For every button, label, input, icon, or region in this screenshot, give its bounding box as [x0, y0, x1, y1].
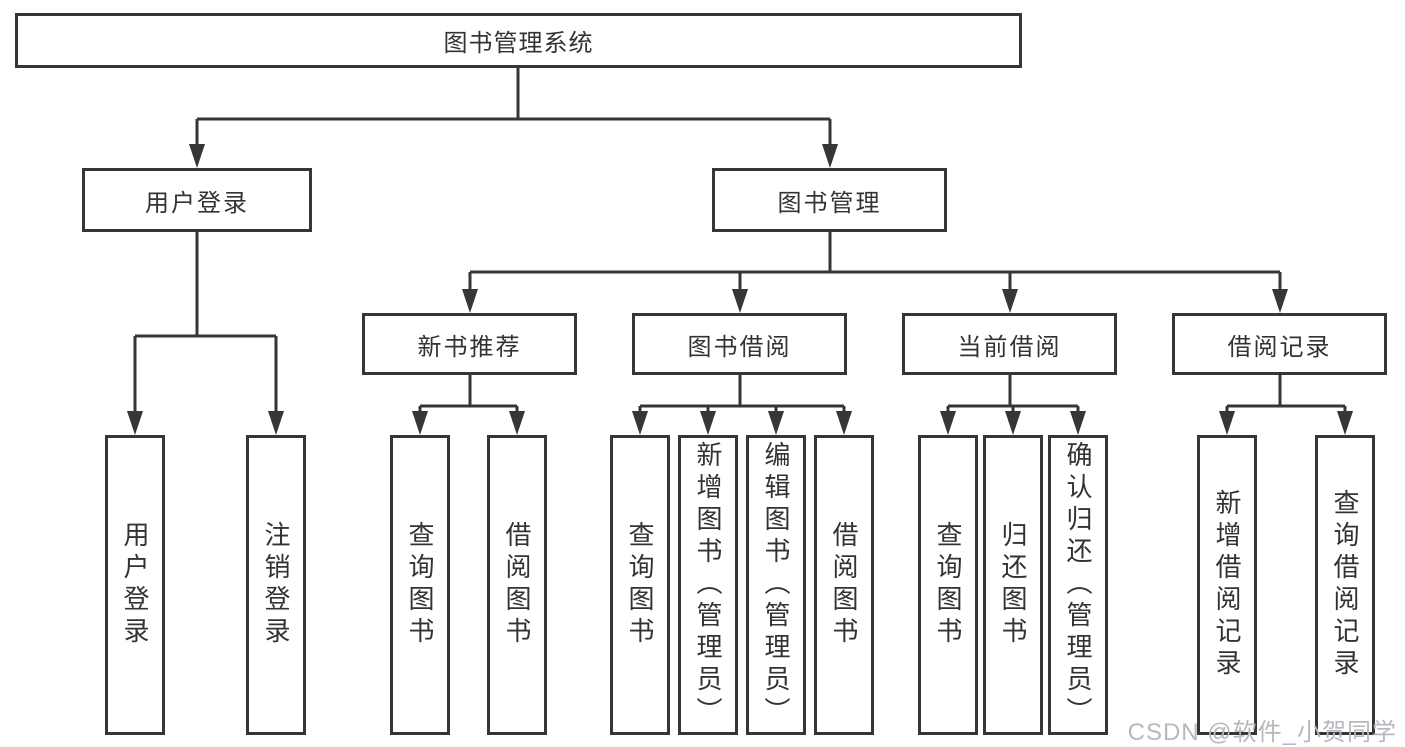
node-current-borrow: 当前借阅 — [902, 313, 1117, 375]
leaf-label: 查询图书 — [933, 521, 963, 649]
leaf-add-borrow-record: 新增借阅记录 — [1197, 435, 1257, 735]
leaf-user-login: 用户登录 — [105, 435, 165, 735]
leaf-query-borrow-record: 查询借阅记录 — [1315, 435, 1375, 735]
leaf-label: 新增图书（管理员） — [693, 441, 723, 729]
node-book-management: 图书管理 — [712, 168, 947, 232]
node-label: 借阅记录 — [1227, 333, 1332, 361]
node-label: 图书管理系统 — [443, 30, 594, 57]
node-user-login: 用户登录 — [82, 168, 312, 232]
leaf-return-books: 归还图书 — [983, 435, 1043, 735]
connector-edges — [133, 68, 1347, 413]
node-label: 当前借阅 — [957, 333, 1062, 361]
node-label: 用户登录 — [145, 189, 249, 217]
watermark: CSDN @软件_小贺同学 — [1127, 719, 1397, 746]
leaf-label: 确认归还（管理员） — [1063, 441, 1093, 729]
node-book-borrow: 图书借阅 — [632, 313, 847, 375]
node-new-book-recommend: 新书推荐 — [362, 313, 577, 375]
leaf-label: 查询借阅记录 — [1330, 489, 1360, 681]
leaf-query-books-current: 查询图书 — [918, 435, 978, 735]
leaf-borrow-books-recommend: 借阅图书 — [487, 435, 547, 735]
node-label: 新书推荐 — [417, 333, 522, 361]
leaf-label: 编辑图书（管理员） — [761, 441, 791, 729]
leaf-logout: 注销登录 — [246, 435, 306, 735]
leaf-query-books-recommend: 查询图书 — [390, 435, 450, 735]
node-borrow-records: 借阅记录 — [1172, 313, 1387, 375]
leaf-label: 查询图书 — [405, 521, 435, 649]
leaf-borrow-books: 借阅图书 — [814, 435, 874, 735]
node-label: 图书借阅 — [687, 333, 792, 361]
node-library-system: 图书管理系统 — [15, 13, 1022, 68]
leaf-query-books-borrow: 查询图书 — [610, 435, 670, 735]
leaf-label: 借阅图书 — [502, 521, 532, 649]
leaf-label: 查询图书 — [625, 521, 655, 649]
leaf-add-books-admin: 新增图书（管理员） — [678, 435, 738, 735]
leaf-label: 用户登录 — [120, 521, 150, 649]
leaf-label: 借阅图书 — [829, 521, 859, 649]
leaf-label: 注销登录 — [261, 521, 291, 649]
node-label: 图书管理 — [777, 189, 882, 217]
leaf-confirm-return-admin: 确认归还（管理员） — [1048, 435, 1108, 735]
leaf-edit-books-admin: 编辑图书（管理员） — [746, 435, 806, 735]
leaf-label: 归还图书 — [998, 521, 1028, 649]
leaf-label: 新增借阅记录 — [1212, 489, 1242, 681]
arrowheads — [127, 144, 1353, 435]
